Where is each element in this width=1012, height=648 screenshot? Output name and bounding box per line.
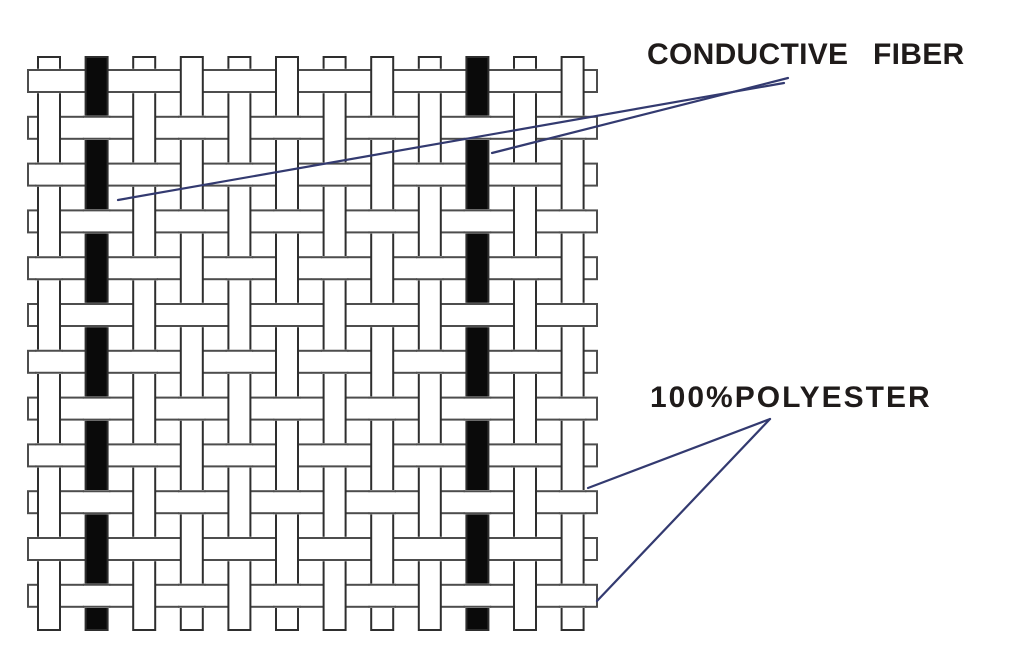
polyester-label: 100%POLYESTER xyxy=(650,381,932,414)
conductive-fiber-label: CONDUCTIVE FIBER xyxy=(647,38,965,71)
polyester-leader-line xyxy=(586,417,772,490)
conductive-leader-line xyxy=(116,81,786,202)
polyester-leader-line xyxy=(595,417,772,603)
